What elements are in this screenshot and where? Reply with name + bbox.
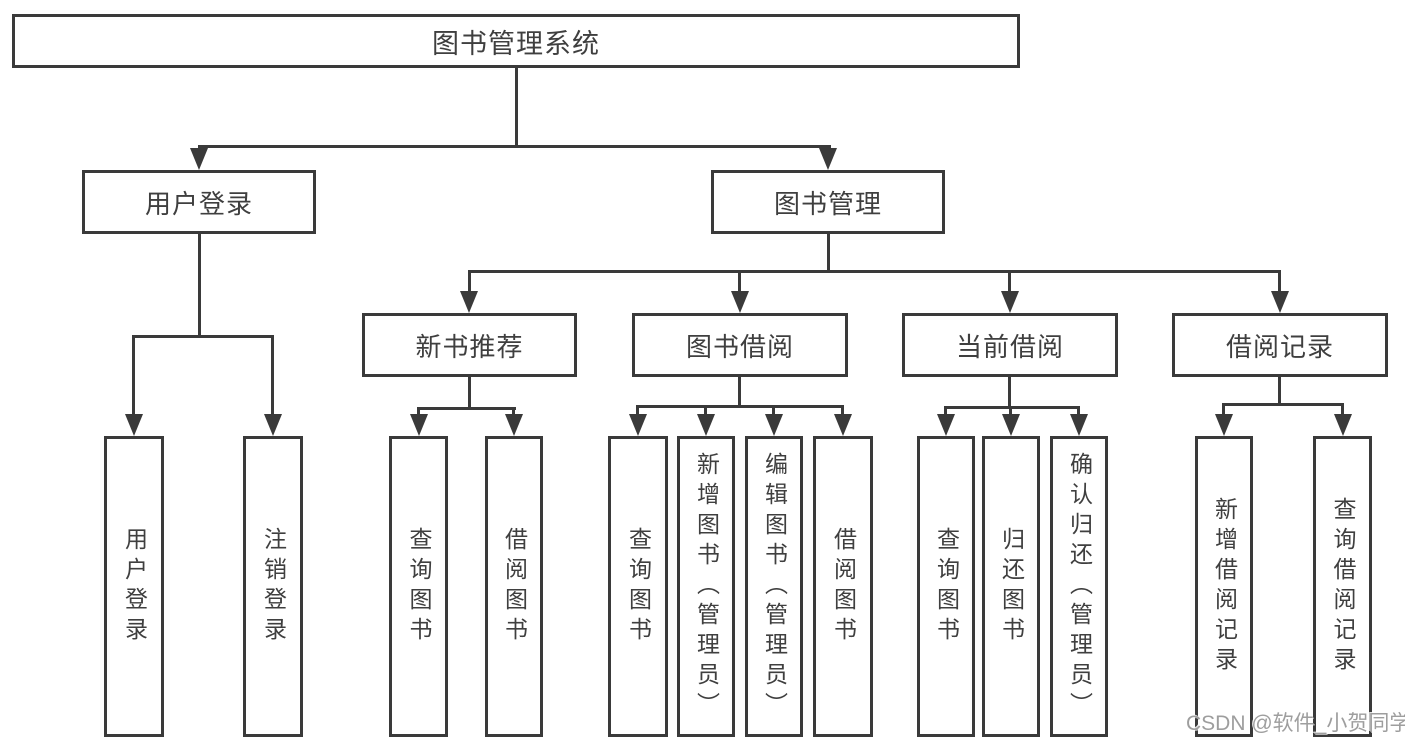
connector-line: [1278, 377, 1281, 403]
connector-arrow: [410, 414, 428, 436]
connector-arrow: [125, 414, 143, 436]
node-label: 新增图书（管理员）: [693, 451, 720, 722]
connector-arrow: [765, 414, 783, 436]
connector-line: [1077, 406, 1080, 416]
node-label: 借阅记录: [1225, 331, 1334, 362]
node-label: 确认归还（管理员）: [1066, 451, 1093, 722]
node-user-login: 用户登录: [82, 170, 316, 234]
leaf-return-books: 归还图书: [982, 436, 1040, 737]
node-library-system: 图书管理系统: [12, 14, 1020, 68]
connector-arrow: [1334, 414, 1352, 436]
connector-line: [417, 407, 516, 410]
connector-line: [738, 270, 741, 294]
connector-arrow: [937, 414, 955, 436]
node-label: 新增借阅记录: [1211, 496, 1238, 677]
node-label: 注销登录: [260, 526, 287, 647]
connector-line: [1008, 377, 1011, 406]
connector-line: [1008, 270, 1011, 294]
node-label: 查询借阅记录: [1330, 496, 1356, 677]
leaf-borrow-books-recommend: 借阅图书: [485, 436, 543, 737]
node-label: 归还图书: [998, 526, 1025, 647]
node-label: 查询图书: [933, 526, 960, 647]
connector-line: [1222, 403, 1225, 416]
leaf-logout: 注销登录: [243, 436, 303, 737]
node-label: 编辑图书（管理员）: [761, 451, 788, 722]
leaf-edit-book-admin: 编辑图书（管理员）: [745, 436, 803, 737]
connector-line: [1278, 270, 1281, 294]
connector-arrow: [1001, 291, 1019, 313]
node-label: 图书管理: [773, 188, 882, 219]
leaf-query-books-recommend: 查询图书: [389, 436, 448, 737]
connector-arrow: [1215, 414, 1233, 436]
connector-line: [468, 377, 471, 407]
connector-line: [271, 335, 274, 415]
leaf-add-book-admin: 新增图书（管理员）: [677, 436, 735, 737]
connector-line: [515, 68, 518, 145]
connector-arrow: [264, 414, 282, 436]
node-book-management: 图书管理: [711, 170, 945, 234]
node-label: 当前借阅: [955, 331, 1064, 362]
connector-arrow: [1271, 291, 1289, 313]
node-new-book-recommend: 新书推荐: [362, 313, 577, 377]
connector-line: [1009, 406, 1012, 416]
connector-line: [738, 377, 741, 405]
connector-line: [827, 234, 830, 270]
node-label: 用户登录: [121, 526, 148, 647]
watermark: CSDN @软件_小贺同学: [1186, 712, 1405, 735]
connector-line: [636, 405, 844, 408]
connector-line: [636, 405, 639, 416]
connector-line: [772, 405, 775, 416]
leaf-query-borrow-record: 查询借阅记录: [1313, 436, 1372, 737]
node-label: 图书借阅: [685, 331, 794, 362]
connector-line: [704, 405, 707, 416]
connector-arrow: [819, 148, 837, 170]
leaf-user-login: 用户登录: [104, 436, 164, 737]
connector-line: [512, 407, 515, 417]
node-label: 用户登录: [144, 188, 253, 219]
connector-line: [1222, 403, 1344, 406]
node-label: 借阅图书: [830, 526, 857, 647]
connector-arrow: [1002, 414, 1020, 436]
connector-line: [198, 145, 831, 148]
connector-line: [417, 407, 420, 417]
node-label: 查询图书: [406, 526, 432, 647]
connector-arrow: [190, 148, 208, 170]
connector-arrow: [697, 414, 715, 436]
leaf-confirm-return-admin: 确认归还（管理员）: [1050, 436, 1108, 737]
node-borrowing-records: 借阅记录: [1172, 313, 1388, 377]
leaf-query-books-current: 查询图书: [917, 436, 975, 737]
node-current-borrowing: 当前借阅: [902, 313, 1118, 377]
connector-arrow: [505, 414, 523, 436]
connector-arrow: [629, 414, 647, 436]
connector-line: [132, 335, 274, 338]
leaf-query-books-borrowing: 查询图书: [608, 436, 668, 737]
connector-line: [944, 406, 947, 416]
leaf-add-borrow-record: 新增借阅记录: [1195, 436, 1253, 737]
connector-line: [468, 270, 471, 294]
connector-arrow: [834, 414, 852, 436]
node-label: 新书推荐: [415, 331, 524, 362]
node-label: 查询图书: [625, 526, 652, 647]
connector-line: [841, 405, 844, 416]
node-label: 图书管理系统: [432, 28, 600, 59]
node-label: 借阅图书: [501, 526, 528, 647]
connector-arrow: [731, 291, 749, 313]
connector-arrow: [1070, 414, 1088, 436]
connector-arrow: [460, 291, 478, 313]
node-book-borrowing: 图书借阅: [632, 313, 848, 377]
connector-line: [198, 234, 201, 335]
connector-line: [468, 270, 1281, 273]
connector-line: [132, 335, 135, 415]
leaf-borrow-books: 借阅图书: [813, 436, 873, 737]
connector-line: [1341, 403, 1344, 416]
connector-line: [944, 406, 1080, 409]
